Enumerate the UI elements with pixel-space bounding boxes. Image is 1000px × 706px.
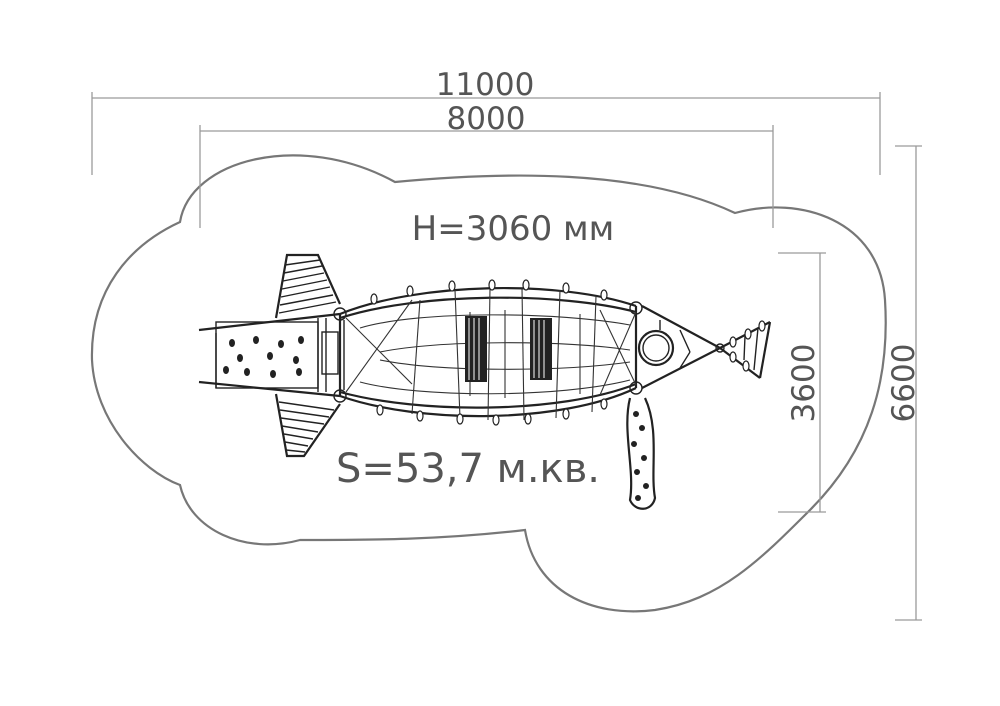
area-label: S=53,7 м.кв. (336, 446, 600, 492)
climbing-holds (223, 336, 304, 378)
climbing-column (626, 397, 657, 510)
height-label: H=3060 мм (412, 209, 615, 249)
rope-net (345, 287, 637, 421)
play-structure (198, 253, 772, 510)
dimension-overall-length (91, 92, 881, 175)
dimension-structure-length (199, 125, 774, 228)
dimension-overall-length-label: 11000 (436, 67, 535, 103)
dimension-overall-width-label: 6600 (886, 344, 922, 423)
dimension-overall-width (895, 145, 922, 621)
lower-fin-ladder (274, 393, 341, 458)
rope-knots (370, 279, 608, 426)
upper-fin-ladder (274, 253, 342, 319)
safety-zone-outline (90, 154, 887, 613)
nose-ladder (719, 320, 772, 379)
tail-climbing-wall (198, 312, 341, 398)
dimension-structure-width-label: 3600 (786, 344, 822, 423)
head-section (637, 305, 725, 389)
slat-panels (465, 316, 552, 382)
dimension-structure-width (778, 252, 826, 513)
dimension-structure-length-label: 8000 (447, 101, 526, 137)
